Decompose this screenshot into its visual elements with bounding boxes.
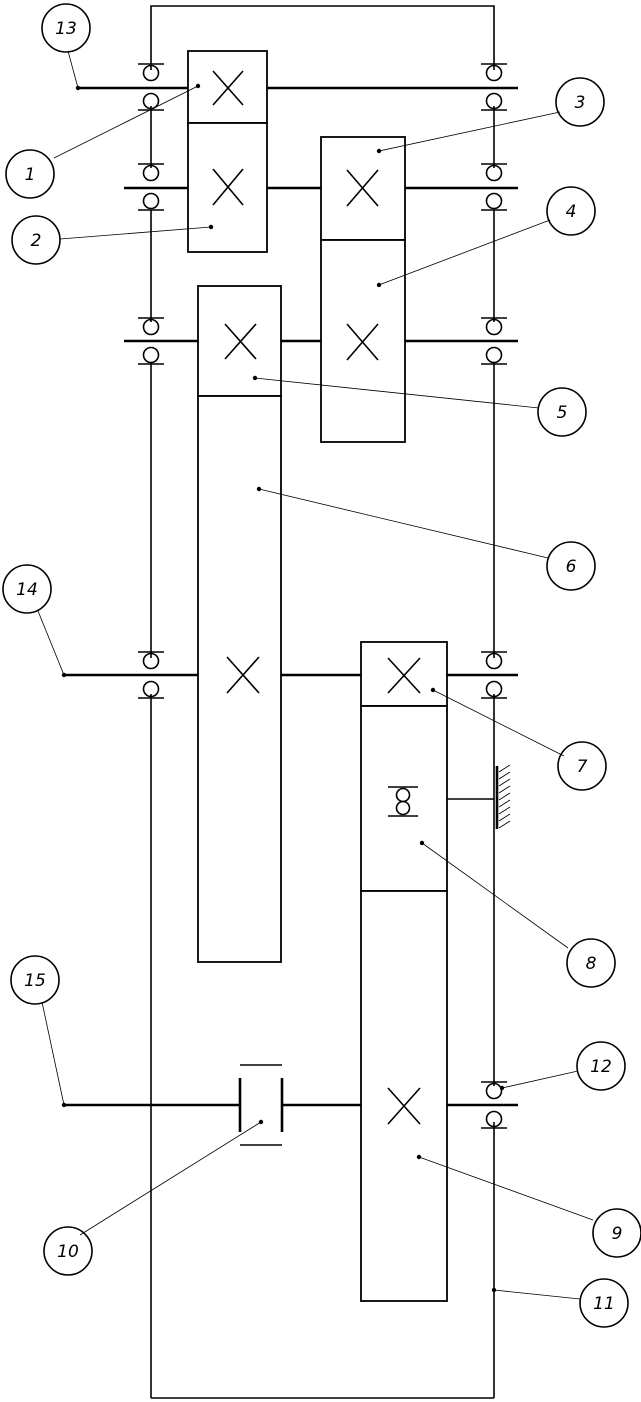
gears	[187, 50, 511, 1302]
gear-3	[320, 136, 406, 241]
svg-text:5: 5	[557, 403, 568, 423]
shafts	[64, 86, 518, 1107]
housing-frame	[150, 5, 495, 1399]
callout-1: 1	[5, 149, 55, 199]
svg-text:14: 14	[16, 580, 38, 600]
callout-12: 12	[576, 1041, 626, 1091]
support-bracket	[447, 764, 511, 829]
callout-13: 13	[41, 3, 91, 53]
gear-1	[187, 50, 268, 124]
bearing-l1	[138, 63, 164, 111]
callout-10: 10	[43, 1226, 93, 1276]
callout-8: 8	[566, 938, 616, 988]
svg-text:8: 8	[586, 954, 597, 974]
gear-2	[187, 122, 268, 253]
svg-text:11: 11	[593, 1294, 615, 1314]
bearing-r3	[481, 317, 507, 365]
svg-text:12: 12	[590, 1057, 612, 1077]
svg-text:7: 7	[577, 757, 588, 777]
callout-14: 14	[2, 564, 52, 614]
callout-3: 3	[555, 77, 605, 127]
svg-text:3: 3	[575, 93, 586, 113]
gear-7	[360, 641, 448, 707]
callout-6: 6	[546, 541, 596, 591]
gear-5	[197, 285, 282, 397]
bearing-l4	[138, 651, 164, 699]
bearings	[138, 63, 507, 1129]
bearing-l3	[138, 317, 164, 365]
bearing-r5	[481, 1081, 507, 1129]
bearing-r4	[481, 651, 507, 699]
callout-4: 4	[546, 186, 596, 236]
gear-4	[320, 239, 406, 443]
svg-text:10: 10	[57, 1242, 79, 1262]
callout-5: 5	[537, 387, 587, 437]
svg-text:15: 15	[24, 971, 46, 991]
callout-11: 11	[579, 1278, 629, 1328]
svg-text:13: 13	[55, 19, 77, 39]
bearing-r1	[481, 63, 507, 111]
callout-15: 15	[10, 955, 60, 1005]
callout-balloons: 1 2 3 4 5 6 7 8 9 10 11 12 13 14 15	[2, 3, 641, 1328]
svg-text:6: 6	[566, 557, 577, 577]
callout-2: 2	[11, 215, 61, 265]
callout-7: 7	[557, 741, 607, 791]
coupling	[238, 1064, 284, 1146]
bearing-l2	[138, 163, 164, 211]
bearing-r2	[481, 163, 507, 211]
svg-text:2: 2	[31, 231, 42, 251]
svg-text:1: 1	[25, 165, 36, 185]
gear-9	[360, 890, 448, 1302]
svg-text:9: 9	[612, 1224, 623, 1244]
leader-lines	[37, 50, 594, 1300]
svg-text:4: 4	[566, 202, 577, 222]
gear-6	[197, 395, 282, 963]
gear-8	[360, 705, 448, 892]
callout-9: 9	[592, 1208, 641, 1258]
